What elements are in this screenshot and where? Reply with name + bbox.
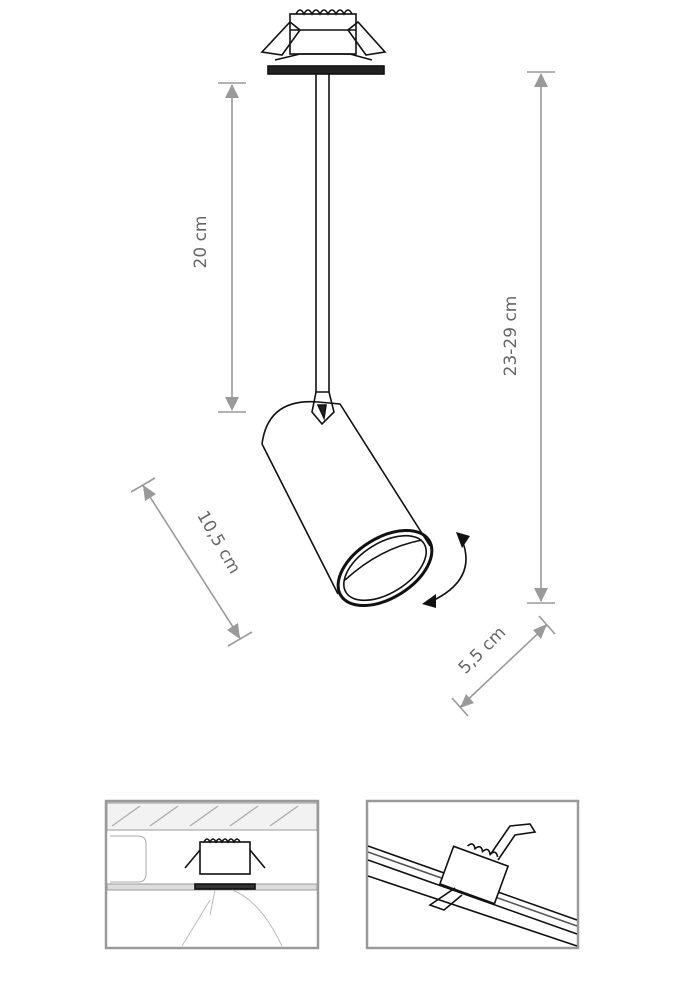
dimension-total-height: 23-29 cm <box>501 71 555 604</box>
ceiling-mount-detail <box>104 799 320 950</box>
head-diameter-label: 5,5 cm <box>455 623 510 678</box>
stem-length-label: 20 cm <box>191 216 211 269</box>
lamp-head <box>261 400 434 608</box>
dimension-head-diameter: 5,5 cm <box>451 615 556 717</box>
mounting-bracket <box>260 9 387 75</box>
head-length-label: 10,5 cm <box>192 508 244 578</box>
rail-mount-detail <box>365 799 580 950</box>
dimension-head-length: 10,5 cm <box>130 477 253 647</box>
total-height-label: 23-29 cm <box>501 296 521 377</box>
dimension-stem-length: 20 cm <box>191 82 246 413</box>
stem <box>311 74 335 426</box>
rotation-arrow-icon <box>422 532 470 608</box>
